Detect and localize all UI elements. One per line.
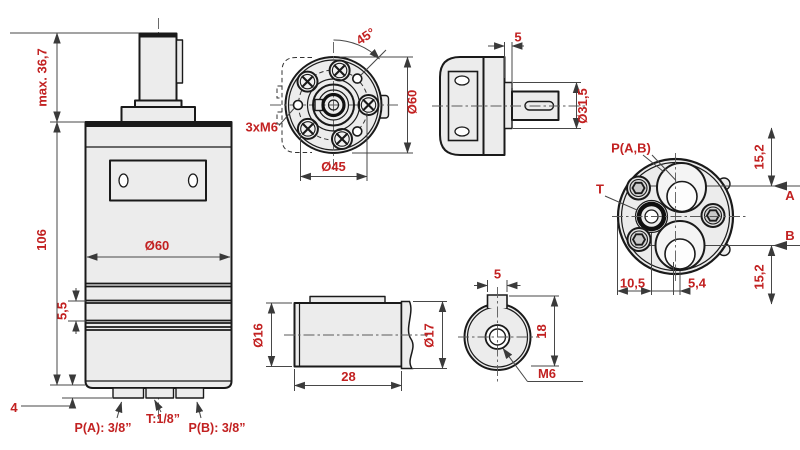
keyway-notch (314, 98, 324, 112)
shaft-key (175, 39, 184, 84)
shaft-dimensions: Ø16 28 Ø17 (251, 300, 447, 391)
view-front-motor: max. 36,7 106 Ø60 5,5 4 P(A): 3/8” T:1/8… (10, 18, 245, 435)
shaft-end-dimensions: 5 18 M6 (474, 267, 583, 382)
view-shaft-end: 5 18 M6 (458, 267, 583, 383)
dim-thread: M6 (538, 366, 556, 381)
view-port-face: A B 15,2 15,2 10,5 5,4 P(A,B) T (596, 127, 800, 305)
assembly-screws (626, 175, 726, 252)
dim-key-width: 5 (494, 267, 501, 282)
dim-shaft-dia-rear: Ø17 (422, 323, 437, 348)
flange-dimensions: 45° Ø60 Ø45 3xM6 (245, 25, 420, 181)
pressure-ports-label: P(A,B) (611, 141, 651, 156)
dim-base: 4 (10, 400, 18, 415)
port-face-dimensions: A B 15,2 15,2 10,5 5,4 P(A,B) T (596, 127, 795, 305)
dim-flange-outer: Ø60 (405, 90, 420, 115)
flange-screws (296, 59, 380, 150)
front-dimensions: max. 36,7 106 Ø60 5,5 4 P(A): 3/8” T:1/8… (10, 32, 246, 435)
dim-pilot-diameter: Ø31,5 (575, 88, 590, 123)
view-side: 5 Ø31,5 (432, 30, 590, 156)
nameplate (109, 159, 207, 202)
port-b-label: P(B): 3/8” (189, 421, 246, 435)
dim-offset-right: 5,4 (688, 276, 707, 291)
pilot-boss (503, 81, 513, 130)
dim-groove: 5,5 (55, 302, 70, 320)
dim-body-height: 106 (34, 229, 49, 251)
port-t-tab (145, 387, 175, 399)
shaft-bore (306, 78, 361, 132)
dim-flat-height: 18 (534, 324, 549, 338)
m6-holes (292, 73, 363, 137)
dim-port-bottom-offset: 15,2 (752, 264, 767, 289)
dim-port-top-offset: 15,2 (752, 144, 767, 169)
dim-offset-left: 10,5 (620, 276, 645, 291)
dim-bolt-circle: Ø45 (321, 159, 346, 174)
motor-body (84, 121, 233, 389)
dim-shaft-length: 28 (341, 369, 355, 384)
section-b-label: B (785, 228, 794, 243)
dim-body-diameter: Ø60 (145, 238, 170, 253)
view-flange-face: 45° Ø60 Ø45 3xM6 (245, 25, 420, 181)
dim-shaft-dia-front: Ø16 (251, 323, 266, 348)
section-a-label: A (785, 188, 795, 203)
side-dimensions: 5 Ø31,5 (488, 30, 590, 130)
tank-port-label: T (596, 182, 604, 197)
dim-pilot-length: 5 (514, 30, 521, 45)
port-t-label: T:1/8” (146, 412, 180, 426)
dim-mount-holes: 3xM6 (245, 120, 278, 135)
port-b-tab (175, 387, 205, 399)
dim-shaft-height: max. 36,7 (35, 48, 50, 107)
output-shaft (138, 32, 178, 102)
port-a-label: P(A): 3/8” (75, 421, 132, 435)
body-grooves (86, 282, 231, 382)
port-a-tab (112, 387, 145, 399)
view-shaft-side: Ø16 28 Ø17 (251, 295, 447, 391)
